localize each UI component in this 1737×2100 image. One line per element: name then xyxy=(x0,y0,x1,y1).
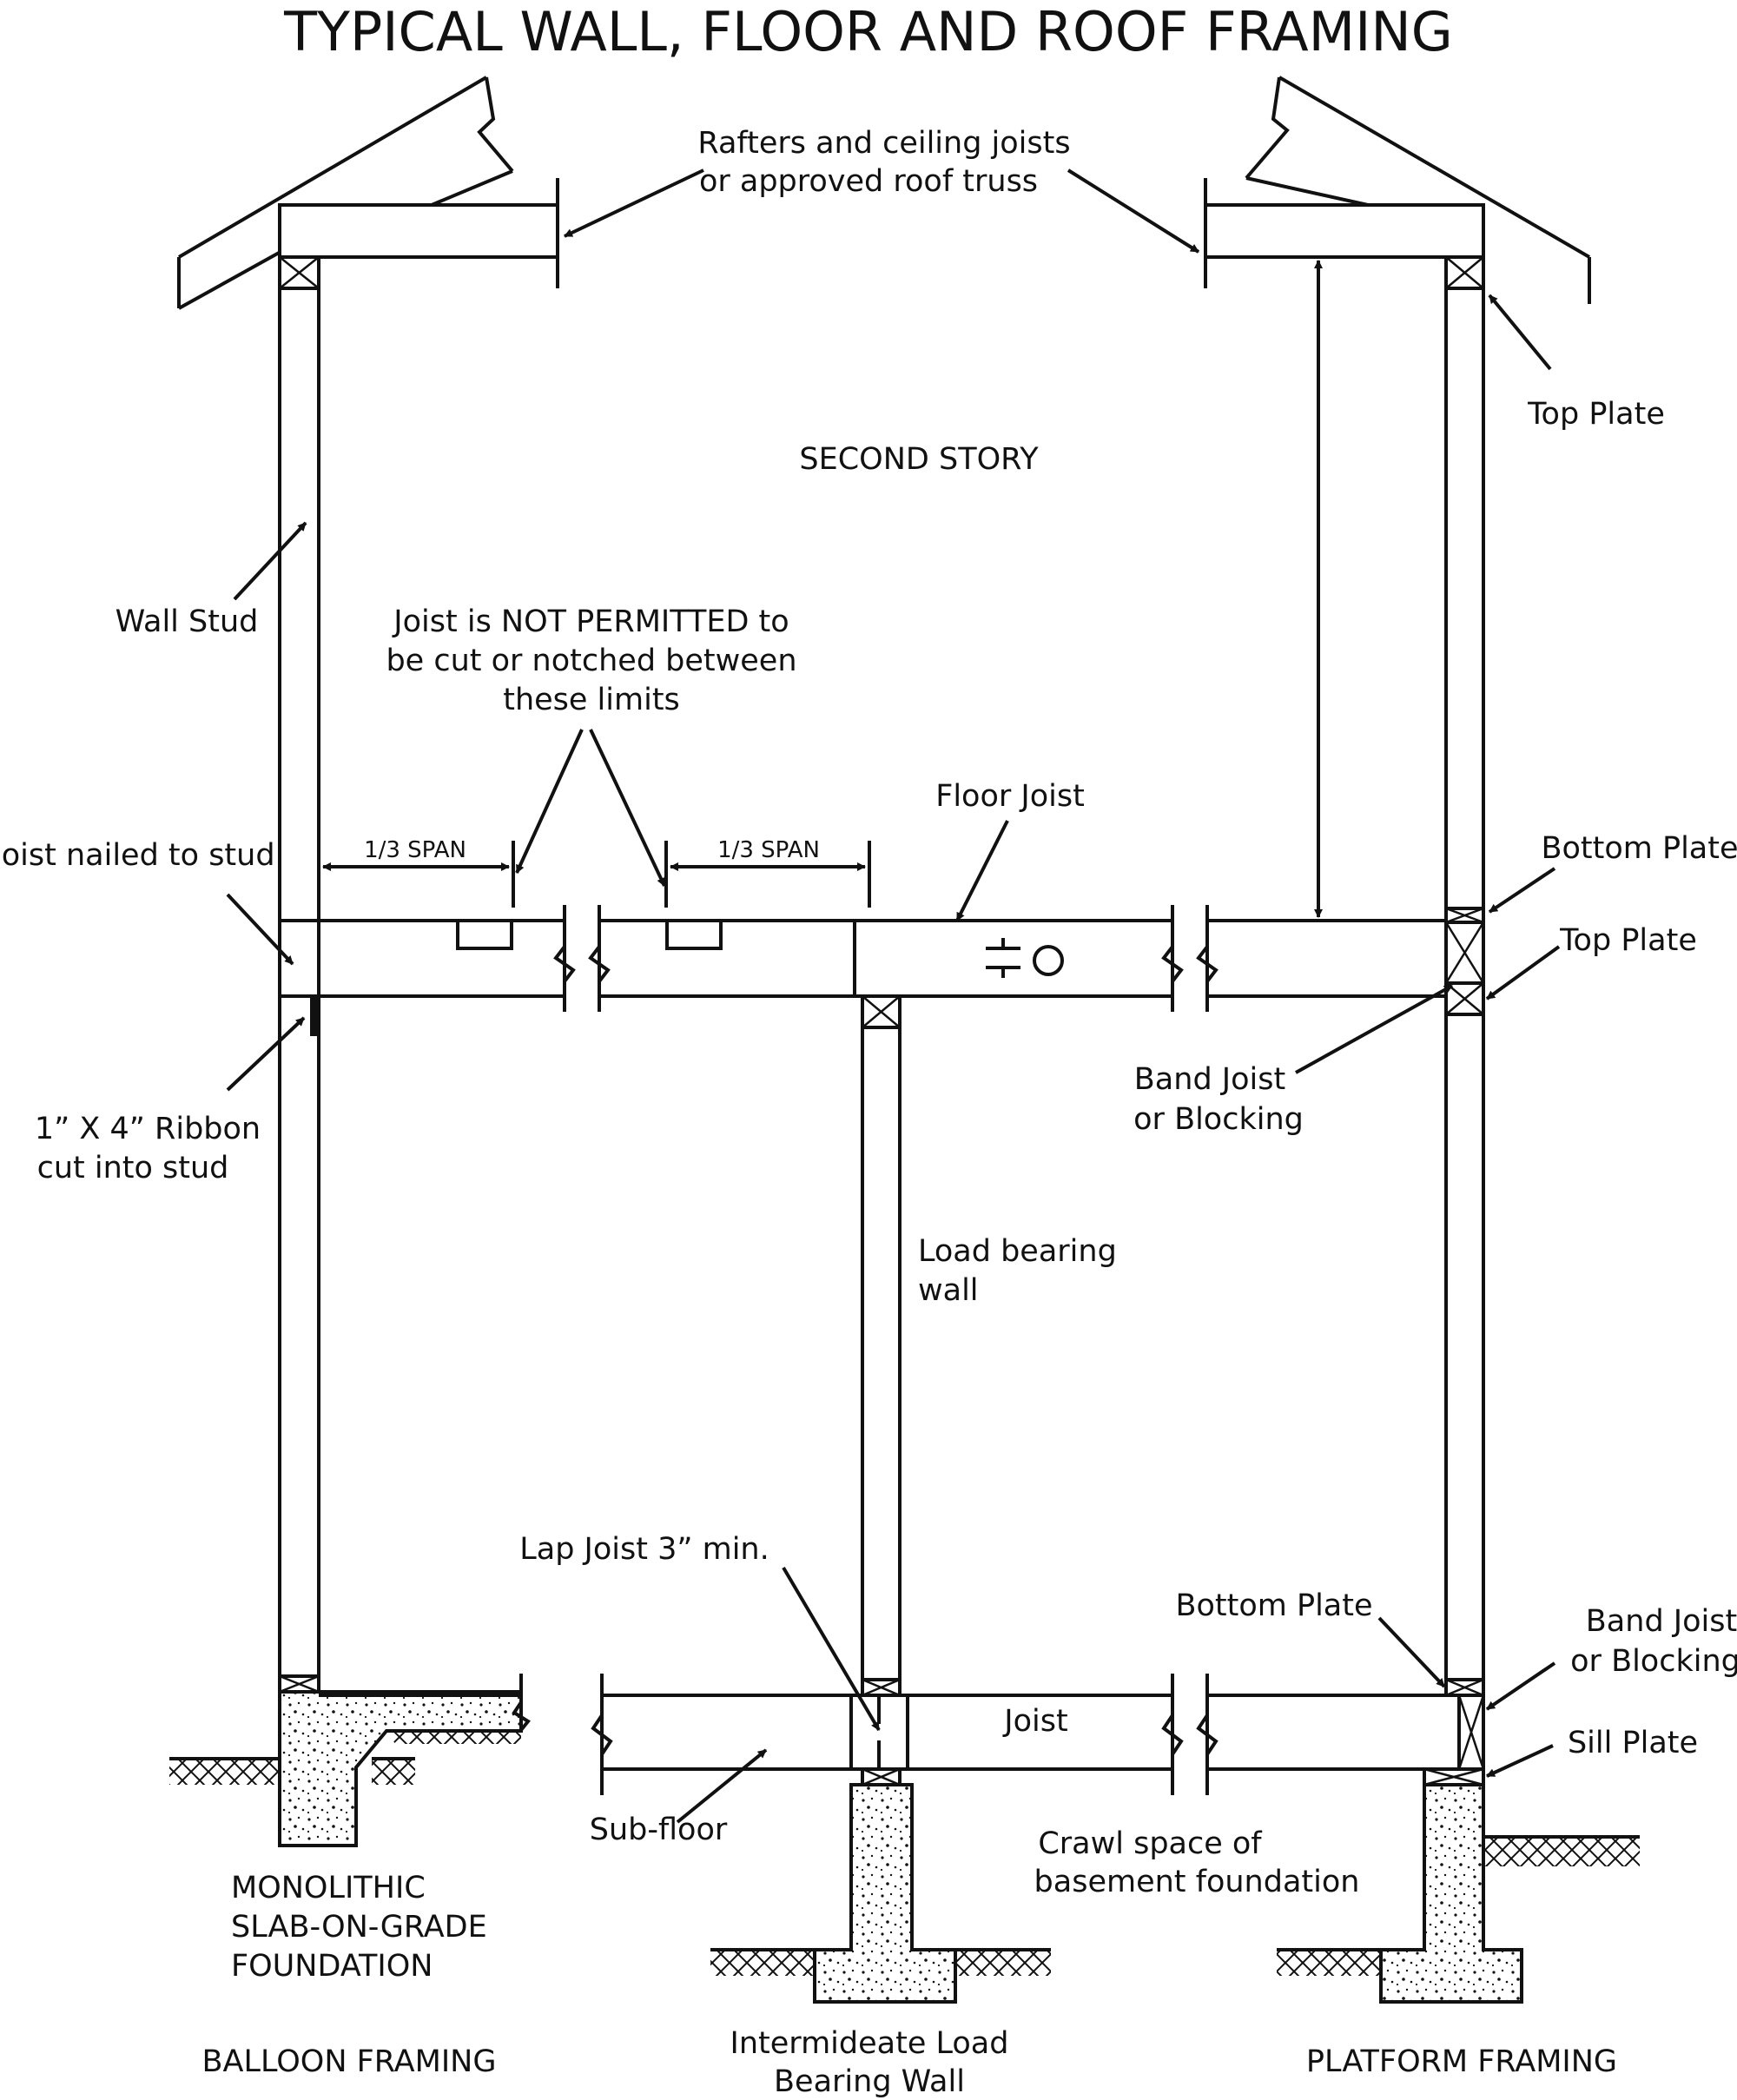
label-wall-stud: Wall Stud xyxy=(116,604,259,639)
label-sill-plate: Sill Plate xyxy=(1568,1726,1698,1760)
label-ribbon-line2: cut into stud xyxy=(37,1151,229,1185)
label-sub-floor: Sub-floor xyxy=(590,1813,728,1847)
roof-left xyxy=(177,76,559,310)
label-not-permitted-line2: be cut or notched between xyxy=(386,644,796,678)
label-top-plate-upper: Top Plate xyxy=(1527,397,1665,432)
slab-foundation xyxy=(169,1690,523,1847)
label-bottom-plate-upper: Bottom Plate xyxy=(1541,831,1737,866)
label-bottom-plate-lower: Bottom Plate xyxy=(1175,1588,1372,1623)
label-rafters-line2: or approved roof truss xyxy=(699,164,1038,199)
label-top-plate-mid: Top Plate xyxy=(1559,923,1697,958)
diagram-title: TYPICAL WALL, FLOOR AND ROOF FRAMING xyxy=(283,0,1453,63)
label-platform-framing: PLATFORM FRAMING xyxy=(1306,2044,1617,2079)
span-dimensions xyxy=(317,841,871,908)
roof-right xyxy=(1204,76,1591,304)
label-monolithic-line1: MONOLITHIC xyxy=(231,1871,426,1905)
label-load-bearing-line2: wall xyxy=(918,1273,979,1308)
label-span-left: 1/3 SPAN xyxy=(364,837,466,863)
label-monolithic-line2: SLAB-ON-GRADE xyxy=(231,1910,487,1945)
label-ribbon-line1: 1” X 4” Ribbon xyxy=(35,1112,261,1146)
platform-foundation xyxy=(1277,1783,1640,2004)
label-intermediate-line1: Intermideate Load xyxy=(730,2026,1009,2061)
label-second-story: SECOND STORY xyxy=(799,442,1039,477)
label-monolithic-line3: FOUNDATION xyxy=(231,1949,433,1984)
intermediate-footing xyxy=(710,1783,1051,2004)
label-band-joist-lower-line2: or Blocking xyxy=(1570,1644,1737,1679)
label-joist-nailed: Joist nailed to stud xyxy=(0,838,275,873)
label-band-joist-lower-line1: Band Joist xyxy=(1586,1604,1737,1639)
label-band-joist-line2: or Blocking xyxy=(1133,1102,1304,1137)
label-floor-joist: Floor Joist xyxy=(935,779,1085,814)
label-crawl-line2: basement foundation xyxy=(1034,1865,1360,1899)
label-not-permitted-line3: these limits xyxy=(503,683,680,717)
label-band-joist-line1: Band Joist xyxy=(1134,1062,1285,1097)
label-intermediate-line2: Bearing Wall xyxy=(774,2064,965,2099)
plates xyxy=(278,255,1485,1786)
right-wall-stud-lower xyxy=(1444,997,1485,1687)
label-joist: Joist xyxy=(1002,1704,1067,1739)
label-balloon-framing: BALLOON FRAMING xyxy=(202,2044,497,2079)
label-lap-joist: Lap Joist 3” min. xyxy=(519,1532,769,1567)
leader-arrows xyxy=(226,168,1561,1824)
label-not-permitted-line1: Joist is NOT PERMITTED to xyxy=(392,604,789,639)
left-wall-stud xyxy=(278,255,320,1694)
first-floor-joists xyxy=(319,1674,1459,1795)
center-load-bearing-wall xyxy=(861,994,902,1697)
right-wall-stud-upper xyxy=(1444,255,1485,910)
second-floor-joists xyxy=(278,905,1446,1036)
label-crawl-line1: Crawl space of xyxy=(1038,1826,1262,1861)
label-load-bearing-line1: Load bearing xyxy=(918,1234,1117,1269)
label-rafters-line1: Rafters and ceiling joists xyxy=(697,126,1070,161)
label-span-right: 1/3 SPAN xyxy=(717,837,820,863)
